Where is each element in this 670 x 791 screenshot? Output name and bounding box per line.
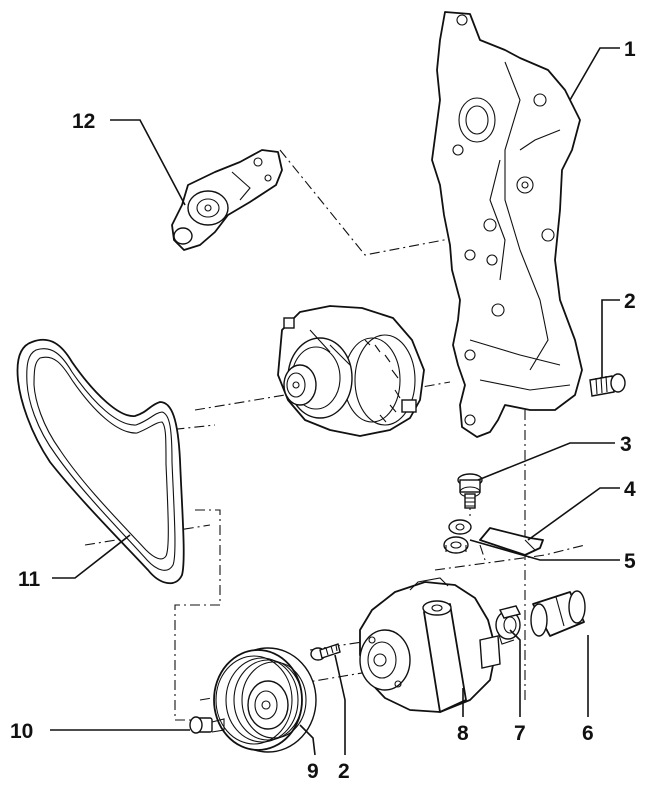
- sleeve-part-6: [530, 590, 586, 637]
- callout-4: 4: [624, 478, 636, 501]
- callout-10: 10: [10, 720, 33, 743]
- bolt-part-2-lower: [310, 643, 341, 661]
- leader-lines: [50, 47, 620, 756]
- clip-part-7: [495, 605, 522, 645]
- pulley-part-9: [213, 647, 317, 753]
- callout-12: 12: [72, 110, 95, 133]
- callout-5: 5: [624, 550, 636, 573]
- tensioner-part-12: [171, 149, 283, 251]
- poly-v-belt-part-11: [16, 338, 185, 584]
- callout-3: 3: [620, 433, 632, 456]
- pump-part-8: [359, 577, 501, 713]
- callout-8: 8: [457, 722, 469, 745]
- bolt-part-10: [189, 716, 225, 734]
- callout-labels: 1 12 2 3 4 5 11 10 6 7 8 9 2: [10, 38, 636, 783]
- bracket-part-1: [431, 11, 583, 438]
- callout-2-lower: 2: [338, 760, 350, 783]
- callout-7: 7: [514, 722, 526, 745]
- bolt-part-2-upper: [589, 373, 626, 397]
- callout-11: 11: [18, 568, 41, 591]
- callout-1: 1: [624, 38, 636, 61]
- callout-9: 9: [307, 760, 319, 783]
- alternator: [277, 305, 425, 437]
- fitting-part-5: [443, 519, 472, 554]
- pressure-line-part-4: [479, 527, 544, 556]
- banjo-bolt-part-3: [457, 473, 483, 509]
- callout-6: 6: [582, 722, 594, 745]
- callout-2-upper: 2: [624, 290, 636, 313]
